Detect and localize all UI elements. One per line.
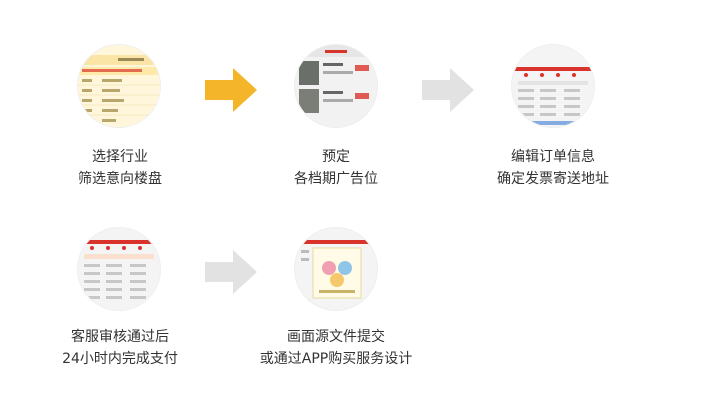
step-4-label: 客服审核通过后 24小时内完成支付	[20, 326, 220, 370]
step-5-label: 画面源文件提交 或通过APP购买服务设计	[226, 326, 446, 370]
arrow-right-icon	[205, 250, 257, 294]
step-2-subtitle: 各档期广告位	[294, 171, 378, 187]
arrow-right-icon	[422, 68, 474, 112]
step-3-thumbnail	[512, 45, 594, 127]
step-3-label: 编辑订单信息 确定发票寄送地址	[453, 146, 653, 190]
step-5-thumbnail	[295, 228, 377, 310]
step-1-subtitle: 筛选意向楼盘	[78, 171, 162, 187]
order-form-preview	[512, 45, 594, 127]
step-3-subtitle: 确定发票寄送地址	[497, 171, 609, 187]
step-2-title: 预定	[322, 149, 350, 165]
step-2-label: 预定 各档期广告位	[236, 146, 436, 190]
step-4-title: 客服审核通过后	[71, 329, 169, 345]
step-2-thumbnail	[295, 45, 377, 127]
ad-slot-preview	[295, 45, 377, 127]
step-1-label: 选择行业 筛选意向楼盘	[20, 146, 220, 190]
step-4-thumbnail	[78, 228, 160, 310]
step-4-subtitle: 24小时内完成支付	[62, 351, 178, 367]
step-5-title: 画面源文件提交	[287, 329, 385, 345]
step-1-title: 选择行业	[92, 149, 148, 165]
arrow-right-icon	[205, 68, 257, 112]
step-5-subtitle: 或通过APP购买服务设计	[259, 351, 413, 367]
design-upload-preview	[295, 228, 377, 310]
industry-list-preview	[78, 45, 160, 127]
step-1-thumbnail	[78, 45, 160, 127]
payment-review-preview	[78, 228, 160, 310]
step-3-title: 编辑订单信息	[511, 149, 595, 165]
